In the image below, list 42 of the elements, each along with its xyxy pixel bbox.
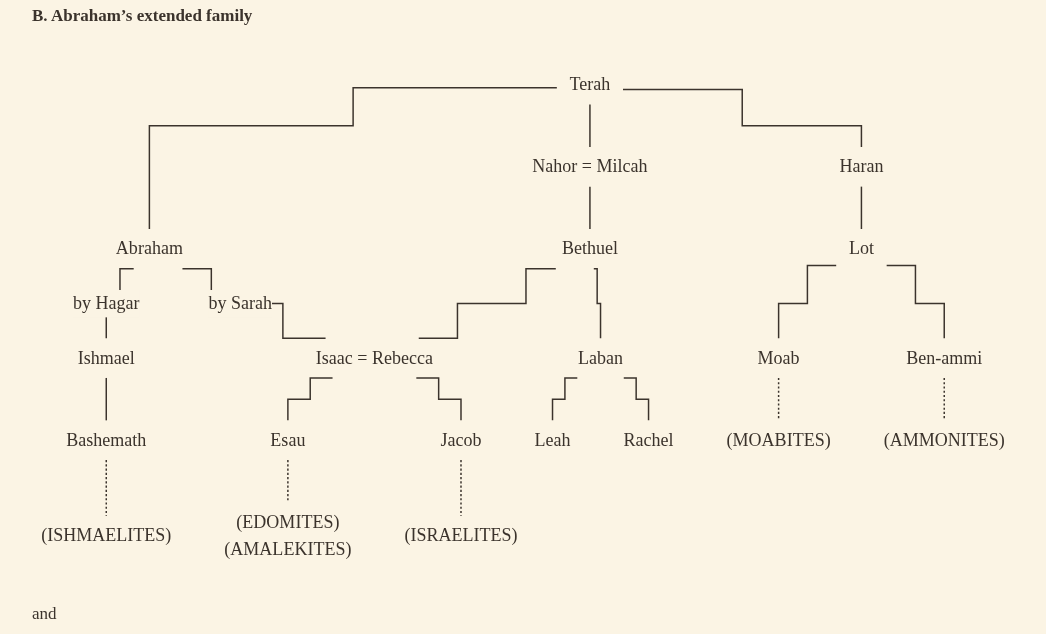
node-text: (AMMONITES) (883, 429, 1005, 451)
node-text: Terah (569, 74, 611, 95)
node-text: Lot (848, 238, 874, 259)
node-text: (ISRAELITES) (404, 525, 518, 546)
node-text: Ishmael (77, 347, 135, 368)
node-text: Ben-ammi (906, 347, 983, 368)
node-text: Nahor = Milcah (532, 156, 648, 177)
diagram-title: B. Abraham’s extended family (32, 6, 253, 26)
node-text: (MOABITES) (726, 429, 831, 451)
connector (589, 103, 591, 148)
node-text: Laban (578, 347, 624, 368)
connector (105, 459, 107, 517)
node-text: Esau (270, 429, 306, 451)
node-text: Abraham (115, 238, 183, 259)
note-text: and (32, 604, 57, 624)
connector (551, 377, 579, 422)
connector (860, 185, 863, 230)
node-text: Isaac = Rebecca (315, 347, 434, 368)
node-text: Moab (757, 347, 800, 368)
connector (885, 264, 945, 339)
node-text: Bashemath (66, 429, 147, 451)
connector (181, 268, 327, 339)
connector (623, 377, 650, 422)
connector (593, 268, 602, 339)
edge-label: by Hagar (72, 293, 140, 314)
connector (777, 264, 837, 339)
connector (105, 377, 107, 422)
edge-label: by Sarah (208, 293, 272, 314)
node-text: Jacob (440, 429, 482, 451)
node-text: Haran (839, 156, 884, 177)
node-text: Leah (534, 429, 571, 451)
connector (148, 86, 558, 230)
connector (418, 268, 557, 339)
node-text: Rachel (623, 429, 674, 451)
node-text: Bethuel (561, 238, 618, 259)
connector (460, 459, 462, 517)
node-text: (EDOMITES) (AMALEKITES) (224, 512, 352, 560)
connector (415, 377, 462, 422)
connector (622, 88, 863, 148)
connector (287, 377, 334, 422)
node-text: (ISHMAELITES) (41, 525, 172, 546)
connector (589, 185, 591, 230)
